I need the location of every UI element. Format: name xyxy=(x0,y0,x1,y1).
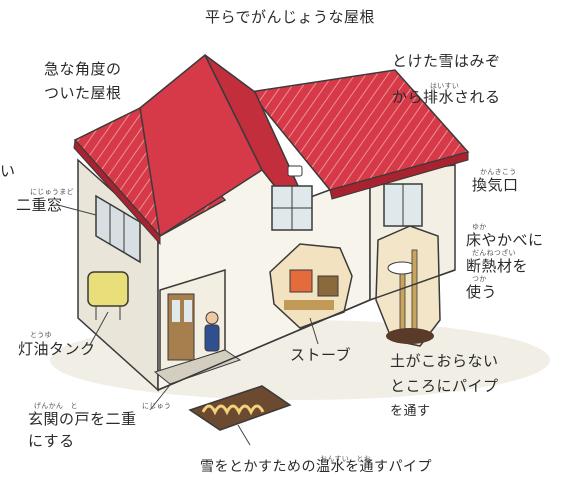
leader-stove xyxy=(309,317,319,345)
label-pipe-3: を通す xyxy=(390,404,431,419)
double-window-front xyxy=(271,185,313,231)
label-kerosene-tank: 灯油タンク xyxy=(18,340,96,358)
label-vent: 換気口 xyxy=(472,176,519,194)
leader-entry xyxy=(149,384,171,411)
furigana-kerosene: とうゆ xyxy=(30,331,52,339)
label-roof-steep-1: 急な角度の xyxy=(44,60,122,78)
label-snow-drain-2: から排水される xyxy=(392,88,501,106)
label-entry-door-1: 玄関の戸を二重 xyxy=(28,410,137,428)
label-stove: ストーブ xyxy=(290,346,352,364)
furigana-insulation-mat: だんねつざい xyxy=(472,249,516,257)
label-double-window: 二重窓 xyxy=(16,196,63,214)
furigana-insulation-use: つか xyxy=(472,275,487,283)
label-entry-door-2: にする xyxy=(28,432,75,450)
foundation xyxy=(157,269,456,391)
gable-vent xyxy=(287,165,303,177)
label-roof-steep-2: ついた屋根 xyxy=(44,84,122,102)
snow-melt-pipe xyxy=(188,385,292,431)
stove-cutaway xyxy=(269,243,353,329)
furigana-hot-water: おんすい とお xyxy=(320,455,371,463)
double-window-side xyxy=(95,194,141,264)
furigana-entry-double: にじゅう xyxy=(142,402,172,410)
label-roof-flat: 平らでがんじょうな屋根 xyxy=(205,8,376,26)
roof-left-eave xyxy=(73,138,161,246)
leader-kerosene xyxy=(89,311,109,346)
leader-snow-melt xyxy=(237,424,251,446)
person-figure xyxy=(204,311,220,352)
label-pipe-1: 土がこおらない xyxy=(390,352,499,370)
label-pipe-2: ところにパイプ xyxy=(390,377,499,395)
window-right xyxy=(383,183,423,227)
leader-double-window xyxy=(57,204,97,216)
label-edge-char: い xyxy=(0,162,16,180)
label-insulation-2: 断熱材を xyxy=(466,257,529,275)
furigana-entry: げんかん と xyxy=(34,402,78,410)
gable-wall xyxy=(160,165,300,235)
furigana-snow-drain: はいすい xyxy=(430,82,460,90)
furigana-vent: かんきこう xyxy=(480,168,517,176)
furigana-double-window: にじゅうまど xyxy=(30,188,74,196)
label-snow-melt-pipe: 雪をとかすための温水を通すパイプ xyxy=(200,459,432,475)
roof-flat-eave xyxy=(329,151,469,200)
label-snow-drain-1: とけた雪はみぞ xyxy=(392,52,501,70)
label-insulation-3: 使う xyxy=(466,283,498,301)
label-insulation-1: 床やかべに xyxy=(466,231,544,249)
kerosene-tank xyxy=(87,271,129,320)
furigana-insulation-floor: ゆか xyxy=(472,223,487,231)
